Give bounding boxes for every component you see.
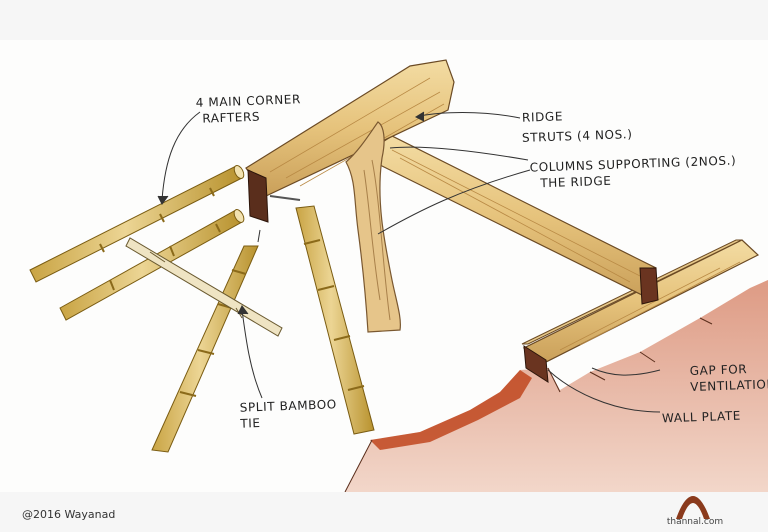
label-gap-for-ventilation: GAP FOR VENTILATION [663, 360, 768, 396]
copyright-text: @2016 Wayanad [22, 508, 115, 521]
ridge-beam [246, 60, 454, 222]
label-split-tie-line2: TIE [240, 412, 338, 431]
label-split-tie-line1: SPLIT BAMBOO [239, 396, 337, 415]
label-wall-plate: WALL PLATE [662, 408, 742, 427]
label-main-corner-rafters: 4 MAIN CORNER RAFTERS [195, 91, 301, 127]
brand-name: thannal.com [655, 517, 735, 527]
label-split-bamboo-tie: SPLIT BAMBOO TIE [239, 396, 337, 431]
label-ridge: RIDGE [522, 108, 564, 125]
split-bamboo-tie [126, 238, 282, 336]
